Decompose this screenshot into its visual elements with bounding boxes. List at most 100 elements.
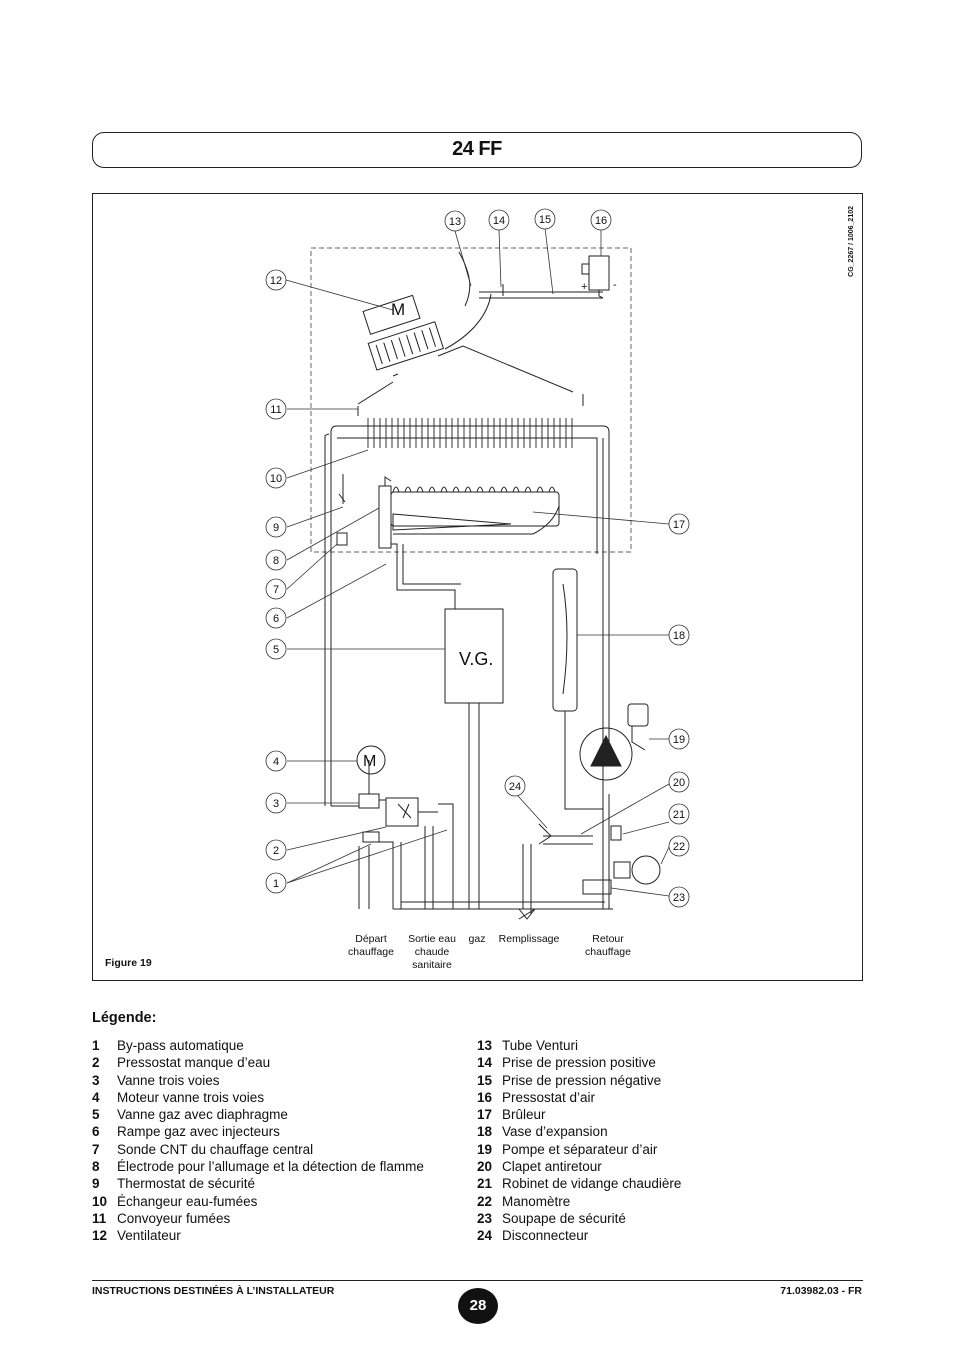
legend-num: 22	[477, 1193, 493, 1209]
pump-triangle	[590, 734, 622, 767]
hydraulic-diagram: M + -	[265, 208, 690, 920]
vessel-pipe	[564, 711, 603, 810]
callout-23	[668, 886, 690, 908]
page-title: 24 FF	[452, 138, 502, 160]
fill-pipe	[522, 844, 532, 914]
disconnector	[538, 823, 552, 845]
legend-text: Disconnecteur	[502, 1228, 589, 1244]
lower-pipes-left	[331, 799, 402, 909]
bottom-header	[393, 901, 613, 910]
fan-blades	[375, 327, 437, 365]
callout-20-text: 20	[673, 777, 685, 789]
legend-text: Échangeur eau-fumées	[117, 1193, 258, 1209]
legend-item: 13 Tube Venturi	[477, 1037, 857, 1054]
legend-right-column: 13 Tube Venturi 14 Prise de pression posit…	[477, 1037, 857, 1245]
fan-motor-box	[362, 294, 421, 335]
legend-text: Pressostat d’air	[502, 1089, 596, 1105]
legend-num: 19	[477, 1141, 493, 1157]
legend-text: Prise de pression positive	[502, 1055, 656, 1071]
callout-10-text: 10	[270, 473, 282, 485]
callout-12-text: 12	[270, 275, 282, 287]
separator-pipe	[631, 726, 646, 751]
gas-ramp	[378, 485, 392, 549]
gauge-fitting	[613, 861, 631, 879]
callout-16-text: 16	[595, 215, 607, 227]
callout-bubbles	[265, 208, 690, 908]
legend-text: Robinet de vidange chaudière	[502, 1176, 682, 1192]
expansion-vessel	[552, 568, 578, 712]
footer-installer-note: INSTRUCTIONS DESTINÉES À L’INSTALLATEUR	[92, 1285, 335, 1297]
legend-text: Rampe gaz avec injecteurs	[117, 1124, 280, 1140]
legend-num: 20	[477, 1159, 493, 1175]
callout-4-text: 4	[273, 756, 279, 768]
callout-9-text: 9	[273, 522, 279, 534]
callout-14	[488, 209, 510, 231]
pressure-gauge	[631, 855, 661, 885]
port-sortie-eau: Sortie eau chaude sanitaire	[408, 933, 456, 971]
drawing-ref-code: CG_2267 / 1006_2102	[848, 206, 855, 277]
dhw-pipes	[418, 803, 454, 909]
pressure-taps	[479, 291, 603, 299]
callout-18	[668, 624, 690, 646]
callout-14-text: 14	[493, 215, 505, 227]
gas-supply-tube	[391, 543, 461, 609]
gas-valve-label: V.G.	[459, 649, 493, 669]
legend-num: 14	[477, 1055, 493, 1071]
legend-text: By-pass automatique	[117, 1038, 244, 1053]
callout-19	[668, 728, 690, 750]
legend-text: Convoyeur fumées	[117, 1210, 231, 1226]
vessel-membrane	[562, 583, 568, 695]
figure-caption: Figure 19	[105, 957, 152, 969]
primary-pipe-inner	[324, 433, 604, 806]
legend-item: 20 Clapet antiretour	[477, 1158, 857, 1175]
callout-3	[265, 792, 287, 814]
callout-18-text: 18	[673, 630, 685, 642]
burner	[390, 486, 560, 535]
legend-num: 9	[92, 1176, 100, 1192]
legend-num: 3	[92, 1072, 100, 1088]
legend-num: 24	[477, 1228, 493, 1244]
callout-24	[504, 775, 526, 797]
callout-15	[534, 208, 556, 230]
callout-5	[265, 638, 287, 660]
legend-text: Tube Venturi	[502, 1038, 579, 1053]
non-return-valve	[543, 835, 593, 845]
callout-6-text: 6	[273, 613, 279, 625]
legend-num: 16	[477, 1089, 493, 1105]
legend-num: 21	[477, 1176, 493, 1192]
legend-text: Électrode pour l’allumage et la détectio…	[117, 1159, 424, 1175]
legend-text: Clapet antiretour	[502, 1159, 602, 1175]
footer-doc-code: 71.03982.03 - FR	[780, 1285, 862, 1297]
callout-1a	[265, 872, 287, 894]
callout-4	[265, 750, 287, 772]
legend-item: 16 Pressostat d’air	[477, 1089, 857, 1106]
callout-11-text: 11	[270, 404, 281, 416]
callout-7	[265, 578, 287, 600]
legend-text: Soupape de sécurité	[502, 1210, 626, 1226]
callout-21-text: 21	[673, 809, 685, 821]
callout-17-text: 17	[673, 519, 685, 531]
legend-item: 24 Disconnecteur	[477, 1227, 857, 1244]
legend-text: Pompe et séparateur d’air	[502, 1141, 658, 1157]
callout-1-text: 1	[273, 878, 279, 890]
callout-10	[265, 467, 287, 489]
safety-valve	[582, 879, 612, 895]
gas-inlet-pipe	[468, 703, 480, 909]
legend-num: 13	[477, 1038, 493, 1053]
callout-6	[265, 607, 287, 629]
pressure-switch-symbol	[397, 803, 412, 819]
callout-21	[668, 803, 690, 825]
callout-17	[668, 513, 690, 535]
figure-frame: M + -	[92, 193, 863, 981]
pump	[579, 727, 633, 781]
